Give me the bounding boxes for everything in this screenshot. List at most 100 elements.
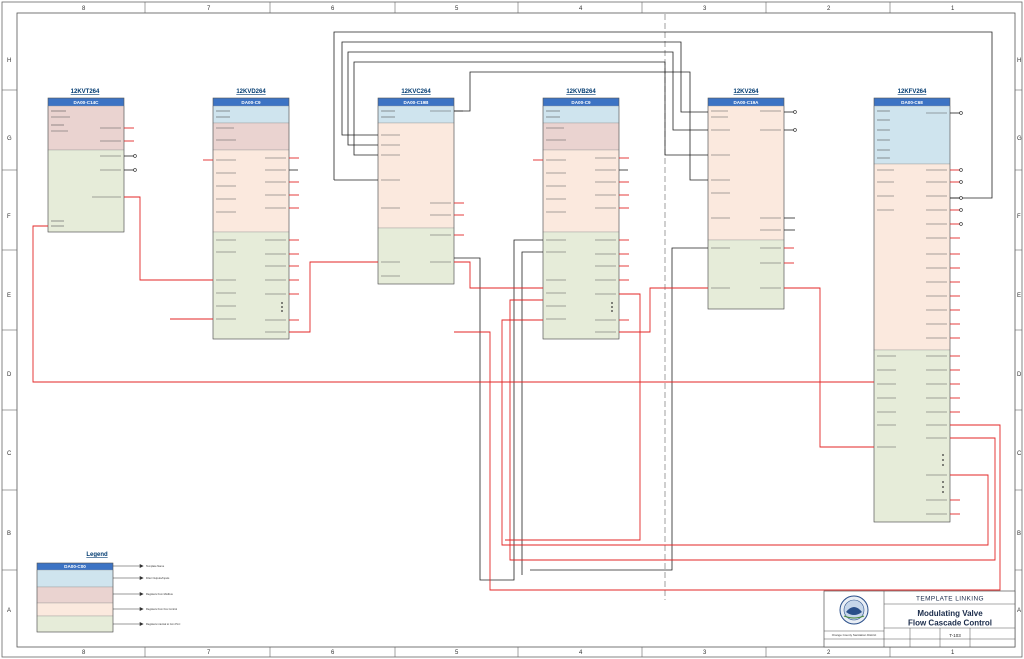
- zone-row-label: D: [7, 372, 12, 378]
- zone-row-label: H: [1017, 58, 1021, 64]
- zone-col-label: 8: [82, 650, 86, 656]
- block-section-green: [707, 239, 785, 310]
- block-header: [543, 98, 619, 106]
- zone-col-label: 5: [455, 6, 459, 12]
- zone-row-label: E: [7, 293, 11, 299]
- block-type: DA00-C19B: [403, 100, 429, 105]
- block-outline: [377, 97, 455, 285]
- function-block[interactable]: 12KVD264 DA00-C9: [212, 89, 290, 340]
- zone-col-label: 6: [331, 6, 335, 12]
- zone-row-label: A: [7, 608, 11, 614]
- zone-col-label: 4: [579, 650, 583, 656]
- function-block[interactable]: 12KVC264 DA00-C19B: [377, 89, 455, 285]
- title-block-header: TEMPLATE LINKING: [916, 596, 984, 603]
- block-header: [378, 98, 454, 106]
- more-pins-dots: [281, 302, 944, 493]
- function-block[interactable]: 12KVB264 DA00-C9: [542, 89, 620, 340]
- legend-item: Registers internal to Con PLC: [146, 622, 180, 626]
- block-outline: [47, 97, 125, 233]
- legend-item: Registers from Modbus: [146, 592, 174, 596]
- block-tag: 12KV264: [733, 89, 759, 95]
- function-block[interactable]: 12KV264 DA00-C19A: [707, 89, 785, 310]
- block-tag: 12KVT264: [71, 89, 100, 95]
- block-type: DA00-C14C: [73, 100, 99, 105]
- wires-red: [32, 127, 1001, 591]
- org-name: Orange County Sanitation District: [832, 633, 877, 637]
- block-section-blue: [542, 105, 620, 124]
- zone-labels: 8 7 6 5 4 3 2 1 8 7 6 5 4 3 2 1 H G F E …: [7, 6, 1022, 656]
- block-type: DA00-C9: [241, 100, 261, 105]
- block-section-green: [377, 227, 455, 285]
- legend-item: Template Name: [146, 564, 165, 568]
- zone-col-label: 7: [207, 650, 211, 656]
- zone-row-label: C: [7, 451, 12, 457]
- block-tag: 12KVD264: [236, 89, 266, 95]
- zone-col-label: 5: [455, 650, 459, 656]
- legend-item: Filter Outputs/Inputs: [146, 576, 170, 580]
- zone-col-label: 4: [579, 6, 583, 12]
- zone-row-label: C: [1017, 451, 1022, 457]
- zone-row-label: F: [1017, 214, 1021, 220]
- zone-row-label: B: [1017, 531, 1021, 537]
- zone-row-label: H: [7, 58, 11, 64]
- zone-row-label: A: [1017, 608, 1021, 614]
- block-type: DA00-C19A: [733, 100, 759, 105]
- zone-col-label: 2: [827, 650, 831, 656]
- function-block[interactable]: 12KFV264 DA00-C68: [873, 89, 951, 523]
- legend: Legend DA00-C00 Template Name Filter Out…: [36, 552, 180, 633]
- legend-section-blue: [36, 569, 114, 588]
- zone-row-label: G: [1017, 136, 1022, 142]
- zone-col-label: 7: [207, 6, 211, 12]
- block-section-peach: [212, 149, 290, 233]
- block-tag: 12KFV264: [898, 89, 927, 95]
- legend-block-type: DA00-C00: [64, 564, 86, 569]
- zone-col-label: 3: [703, 6, 707, 12]
- drawing-title-line1: Modulating Valve: [917, 609, 983, 618]
- block-section-green: [47, 149, 125, 233]
- block-outline: [542, 97, 620, 340]
- function-block[interactable]: 12KVT264 DA00-C14C: [47, 89, 125, 233]
- block-section-green: [873, 349, 951, 523]
- block-tag: 12KVB264: [566, 89, 596, 95]
- zone-col-label: 2: [827, 6, 831, 12]
- wires-black: [124, 31, 993, 581]
- block-section-green: [212, 231, 290, 340]
- title-block: Orange County Sanitation District TEMPLA…: [823, 590, 1016, 648]
- block-section-peach: [873, 163, 951, 351]
- block-header: [874, 98, 950, 106]
- block-section-blue: [212, 105, 290, 124]
- zone-col-label: 8: [82, 6, 86, 12]
- wire-end-markers: [133, 110, 963, 226]
- zone-col-label: 1: [951, 650, 955, 656]
- block-header: [213, 98, 289, 106]
- block-outline: [707, 97, 785, 310]
- legend-section-green: [36, 615, 114, 633]
- legend-section-peach: [36, 602, 114, 617]
- block-type: DA00-C68: [901, 100, 923, 105]
- legend-block-header: [37, 563, 113, 570]
- district-logo: [839, 595, 869, 625]
- block-type: DA00-C9: [571, 100, 591, 105]
- zone-row-label: B: [7, 531, 11, 537]
- block-outline: [212, 97, 290, 340]
- legend-item: Registers from Fox Control: [146, 607, 177, 611]
- zone-row-label: G: [7, 136, 12, 142]
- block-tag: 12KVC264: [401, 89, 431, 95]
- drawing-title-line2: Flow Cascade Control: [908, 619, 992, 628]
- block-section-peach: [707, 105, 785, 241]
- zone-row-label: E: [1017, 293, 1021, 299]
- sheet-number: T-103: [949, 633, 961, 638]
- zone-row-label: D: [1017, 372, 1022, 378]
- block-section-peach: [542, 149, 620, 233]
- zone-col-label: 1: [951, 6, 955, 12]
- block-section-blue: [377, 105, 455, 124]
- pin-label-strokes: [51, 110, 947, 515]
- block-section-blue: [873, 105, 951, 165]
- block-header: [48, 98, 124, 106]
- zone-row-label: F: [7, 214, 11, 220]
- drawing-border: [16, 12, 1016, 648]
- block-section-pink: [542, 122, 620, 151]
- block-section-peach: [377, 122, 455, 229]
